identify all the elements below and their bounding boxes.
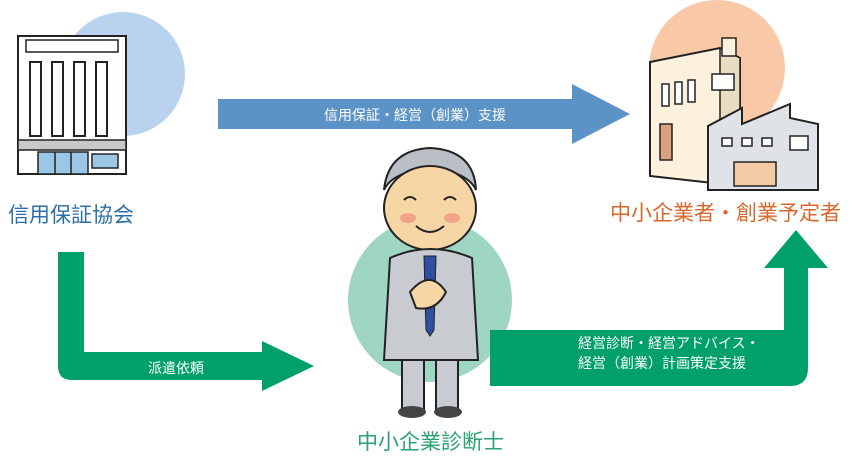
top-arrow-label: 信用保証・経営（創業）支援	[324, 108, 506, 124]
dispatch-arrow-label: 派遣依頼	[148, 361, 204, 377]
dispatch-arrow	[58, 252, 314, 391]
consultant-label: 中小企業診断士	[357, 430, 504, 454]
association-label: 信用保証協会	[8, 203, 134, 227]
factory-building-icon	[649, 37, 819, 191]
businessman-icon	[382, 146, 480, 418]
support-arrow	[490, 230, 828, 386]
support-arrow-label-line1: 経営診断・経営アドバイス・	[578, 336, 760, 352]
office-building-icon	[17, 35, 127, 175]
top-blue-arrow	[218, 84, 630, 144]
sme-label: 中小企業者・創業予定者	[610, 201, 841, 225]
support-arrow-label: 経営診断・経営アドバイス・ 経営（創業）計画策定支援	[578, 334, 798, 374]
support-arrow-label-line2: 経営（創業）計画策定支援	[578, 356, 746, 372]
